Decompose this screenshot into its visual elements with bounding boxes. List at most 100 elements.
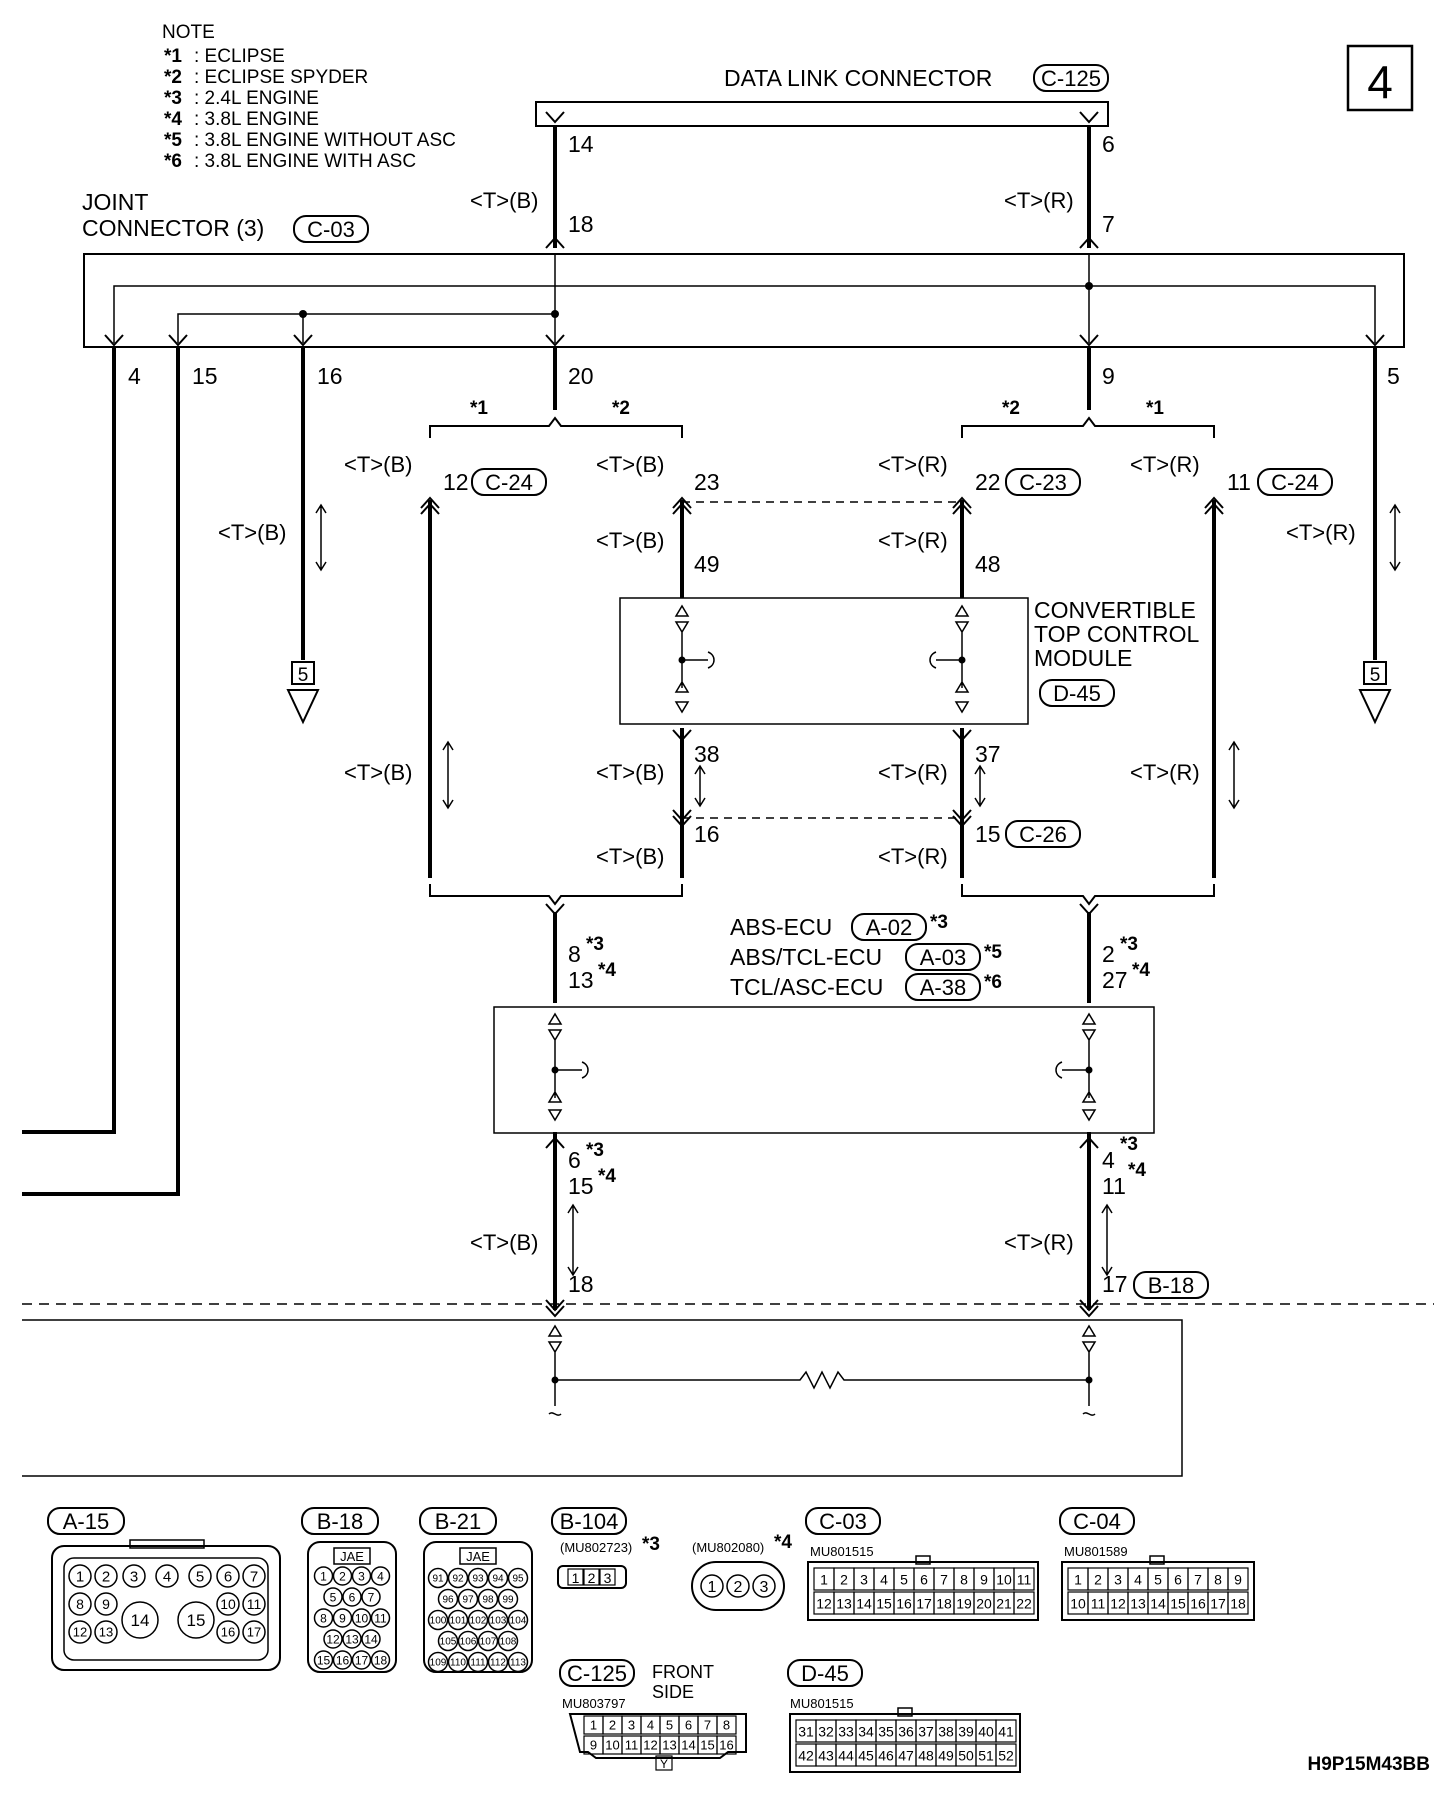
pin-number: 12 [443, 469, 469, 495]
note-mark: *1 [164, 46, 182, 67]
connector-housing [557, 1565, 627, 1589]
pin-label: 15 [317, 1653, 331, 1667]
pin-label: 10 [220, 1596, 236, 1612]
connector-code-badge [905, 973, 981, 1001]
variant-mark: *1 [470, 398, 488, 419]
pin-circle [351, 1650, 372, 1670]
data-link-connector-body [535, 101, 1109, 127]
joint-bus [113, 285, 1376, 343]
pin-label: 33 [838, 1723, 854, 1739]
pin-number: 6 [1102, 131, 1115, 157]
pin-cell [1013, 1567, 1035, 1591]
connector-code: D-45 [1053, 681, 1101, 706]
wire-labels: <T>(B) <T>(R) <T>(B) <T>(B) <T>(R) <T>(R… [218, 188, 1356, 1255]
connector-code-badge [1257, 468, 1333, 496]
pin-number: 7 [1102, 211, 1115, 237]
pin-number: 2 [1102, 941, 1115, 967]
pin-label: 11 [1091, 1595, 1106, 1611]
pin-circle [313, 1566, 334, 1586]
pin-label: 6 [685, 1717, 692, 1732]
pin-circle [361, 1629, 381, 1649]
pin-label: 6 [349, 1590, 356, 1604]
variant-mark: *3 [930, 912, 948, 933]
wire [22, 347, 116, 1134]
part-number: MU801589 [1064, 1544, 1128, 1559]
pin-number: 23 [694, 469, 720, 495]
note-text: : ECLIPSE [194, 46, 285, 67]
connector-code-badge [551, 1507, 627, 1535]
pin-circle [332, 1650, 353, 1670]
pin-label: 1 [708, 1579, 717, 1596]
pin-label: 113 [510, 1658, 526, 1669]
pin-cell [599, 1568, 616, 1586]
connector-code: A-15 [63, 1509, 109, 1534]
pin-circle [121, 1601, 159, 1639]
wire-color-label: <T>(R) [1130, 760, 1200, 785]
pin-label: 9 [980, 1571, 988, 1587]
pin-label: 3 [760, 1579, 769, 1596]
page-ref-arrow [286, 689, 320, 725]
pin-label: 49 [938, 1747, 954, 1763]
pin-number: 13 [568, 967, 594, 993]
pin-mark [420, 496, 1224, 515]
pin-label: 14 [681, 1737, 695, 1752]
pin-label: 13 [99, 1625, 113, 1640]
double-arrow [694, 764, 706, 808]
pin-circle [94, 1564, 118, 1588]
pin-label: 9 [1234, 1571, 1242, 1587]
pin-circle [155, 1564, 179, 1588]
pin-label: 15 [1170, 1595, 1186, 1611]
part-number: MU801515 [810, 1544, 874, 1559]
pin-label: 12 [326, 1632, 340, 1646]
signal-direction-arrows [315, 503, 1401, 1277]
pin-cell [995, 1743, 1017, 1767]
pin-circle [370, 1608, 391, 1628]
note-mark: *6 [164, 151, 182, 172]
pin-label: 1 [820, 1571, 828, 1587]
double-arrow [567, 1203, 579, 1277]
pin-circle [477, 1588, 499, 1610]
pin-circle [457, 1588, 479, 1610]
connector-code-badge [301, 1507, 379, 1535]
part-number: MU801515 [790, 1696, 854, 1711]
pin-label: 35 [878, 1723, 894, 1739]
pin-circle [437, 1630, 459, 1652]
pin-label: 3 [1114, 1571, 1122, 1587]
pin-circle [427, 1567, 449, 1589]
connector-code: B-104 [560, 1509, 619, 1534]
connector-code: C-03 [819, 1509, 867, 1534]
figure-code: H9P15M43BB [1308, 1754, 1431, 1775]
pin-circle [370, 1566, 391, 1586]
splice-dot [958, 656, 966, 664]
connector-code-badge [1059, 1507, 1135, 1535]
pin-label: 43 [818, 1747, 834, 1763]
pin-label: 14 [131, 1611, 150, 1630]
connector-code-badge [1133, 1271, 1209, 1299]
pin-label: 2 [609, 1717, 616, 1732]
variant-mark: *3 [642, 1534, 660, 1555]
pin-circle [447, 1651, 469, 1673]
page-ref-box [291, 661, 315, 685]
front-label: FRONT [652, 1662, 714, 1682]
pin-label: 105 [440, 1637, 457, 1648]
pin-label: 8 [960, 1571, 968, 1587]
pin-number: 49 [694, 551, 720, 577]
pin-circle [447, 1567, 469, 1589]
pin-label: 8 [1214, 1571, 1222, 1587]
pin-label: 98 [482, 1595, 494, 1606]
variant-brace [961, 416, 1215, 438]
connector-face [63, 1557, 269, 1661]
pin-mark [672, 729, 972, 828]
splice-dot [1085, 1066, 1093, 1074]
wire-color-label: <T>(R) [1004, 188, 1074, 213]
pin-label: 1 [320, 1569, 327, 1583]
pin-label: 4 [377, 1569, 384, 1583]
pin-label: 13 [836, 1595, 852, 1611]
pin-label: 37 [918, 1723, 934, 1739]
connector-housing [789, 1713, 1021, 1773]
pin-number: 27 [1102, 967, 1128, 993]
pin-label: 14 [1150, 1595, 1166, 1611]
pin-label: 18 [374, 1653, 388, 1667]
pin-label: 17 [916, 1595, 932, 1611]
connector-code-badge [1005, 820, 1081, 848]
